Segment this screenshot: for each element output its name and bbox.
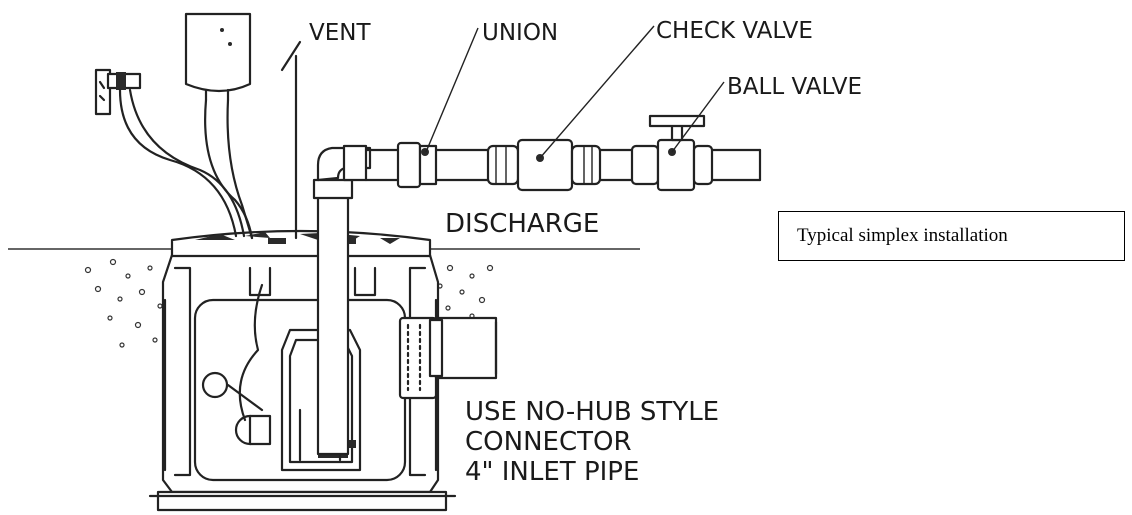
label-union: UNION: [482, 20, 558, 46]
power-cords: [118, 88, 264, 422]
label-check-valve: CHECK VALVE: [656, 18, 813, 44]
label-vent: VENT: [309, 20, 371, 46]
soil-dots: [84, 258, 494, 348]
label-inlet-line3: 4" INLET PIPE: [465, 457, 639, 487]
basin-lid: [170, 229, 432, 258]
caption-box: Typical simplex installation: [778, 211, 1125, 261]
discharge-riser: [312, 144, 372, 456]
caption-text: Typical simplex installation: [797, 225, 1008, 246]
label-inlet-line1: USE NO-HUB STYLE: [465, 397, 719, 427]
label-ball-valve: BALL VALVE: [727, 74, 862, 100]
control-box: [184, 12, 252, 102]
check-valve: [486, 138, 602, 192]
leader-lines: [425, 25, 725, 159]
label-discharge: DISCHARGE: [445, 209, 599, 239]
float-switch: [201, 371, 272, 446]
ball-valve: [630, 114, 714, 192]
label-inlet-line2: CONNECTOR: [465, 427, 632, 457]
union-fitting: [396, 141, 438, 189]
outlet-plug: [94, 68, 142, 116]
inlet-pipe: [398, 316, 498, 400]
